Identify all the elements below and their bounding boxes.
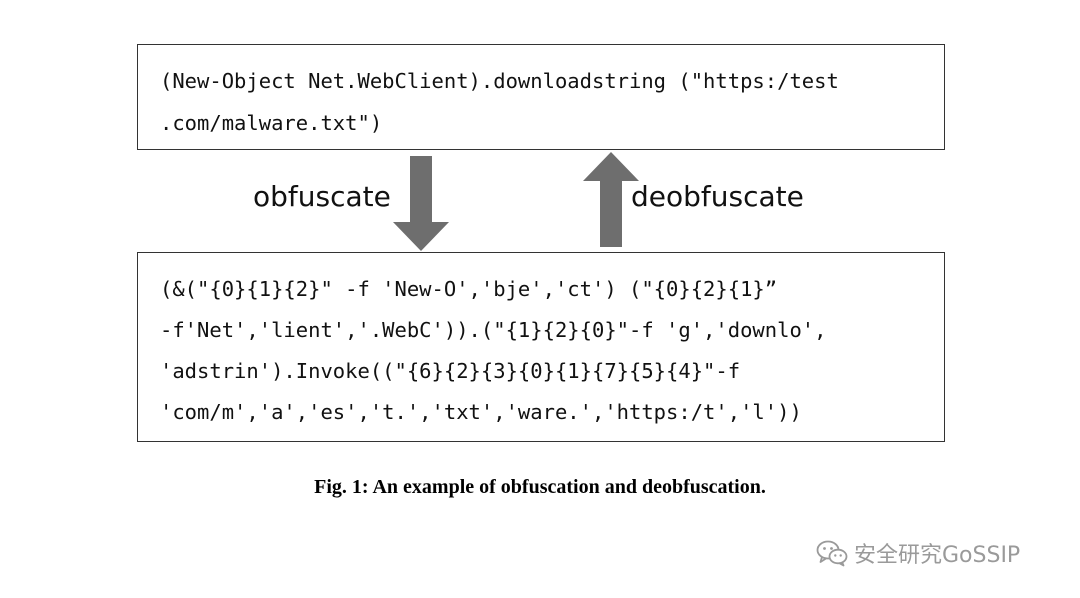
down-arrow-shape: [393, 156, 449, 251]
original-code-line-2: .com/malware.txt"): [160, 111, 383, 135]
obfuscated-code-box: (&("{0}{1}{2}" -f 'New-O','bje','ct') ("…: [137, 252, 945, 442]
obfuscated-code-line-4: 'com/m','a','es','t.','txt','ware.','htt…: [160, 400, 802, 424]
obfuscate-label: obfuscate: [253, 180, 391, 213]
obfuscated-code-line-1: (&("{0}{1}{2}" -f 'New-O','bje','ct') ("…: [160, 277, 778, 301]
figure-caption: Fig. 1: An example of obfuscation and de…: [314, 476, 766, 498]
obfuscated-code-line-3: 'adstrin').Invoke(("{6}{2}{3}{0}{1}{7}{5…: [160, 359, 741, 383]
deobfuscate-label: deobfuscate: [631, 180, 804, 213]
watermark: 安全研究GoSSIP: [816, 536, 1020, 570]
original-code-line-1: (New-Object Net.WebClient).downloadstrin…: [160, 69, 839, 93]
up-arrow-icon: [583, 152, 639, 247]
wechat-icon: [816, 540, 848, 567]
up-arrow-shape: [583, 152, 639, 247]
watermark-text: 安全研究GoSSIP: [854, 543, 1021, 568]
original-code-box: (New-Object Net.WebClient).downloadstrin…: [137, 44, 945, 150]
obfuscated-code-line-2: -f'Net','lient','.WebC')).("{1}{2}{0}"-f…: [160, 318, 827, 342]
down-arrow-icon: [393, 156, 449, 251]
